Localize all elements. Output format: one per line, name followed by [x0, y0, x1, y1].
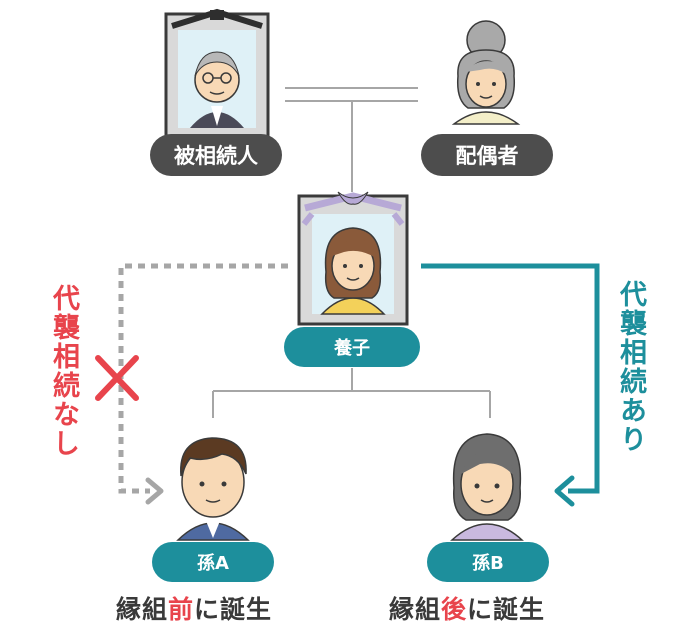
caption-b-highlight: 後 — [441, 595, 468, 624]
caption-a-pre: 縁組 — [116, 595, 169, 624]
caption-b-pre: 縁組 — [389, 595, 442, 624]
spouse-avatar — [451, 20, 521, 125]
spouse-label: 配偶者 — [421, 134, 553, 176]
caption-a-highlight: 前 — [168, 595, 195, 624]
grandchild-a-avatar — [176, 437, 250, 541]
has-inheritance-path — [421, 263, 600, 507]
deceased-portrait — [164, 8, 270, 142]
caption-b-post: に誕生 — [467, 595, 546, 624]
grandchild-a-label: 孫A — [152, 542, 274, 582]
cross-mark-icon — [95, 355, 139, 401]
grandchild-b-label: 孫B — [427, 542, 549, 582]
adopted-child-label: 養子 — [284, 327, 420, 367]
has-inheritance-label: 代襲相続あり — [615, 280, 646, 454]
caption-grandchild-b: 縁組後に誕生 — [389, 590, 545, 626]
grandchild-b-avatar — [450, 433, 524, 541]
caption-grandchild-a: 縁組前に誕生 — [116, 590, 272, 626]
caption-a-post: に誕生 — [194, 595, 273, 624]
adopted-child-portrait — [297, 191, 409, 326]
no-inheritance-label: 代襲相続なし — [48, 284, 79, 458]
deceased-label: 被相続人 — [150, 134, 282, 176]
tree-lines — [212, 87, 491, 418]
